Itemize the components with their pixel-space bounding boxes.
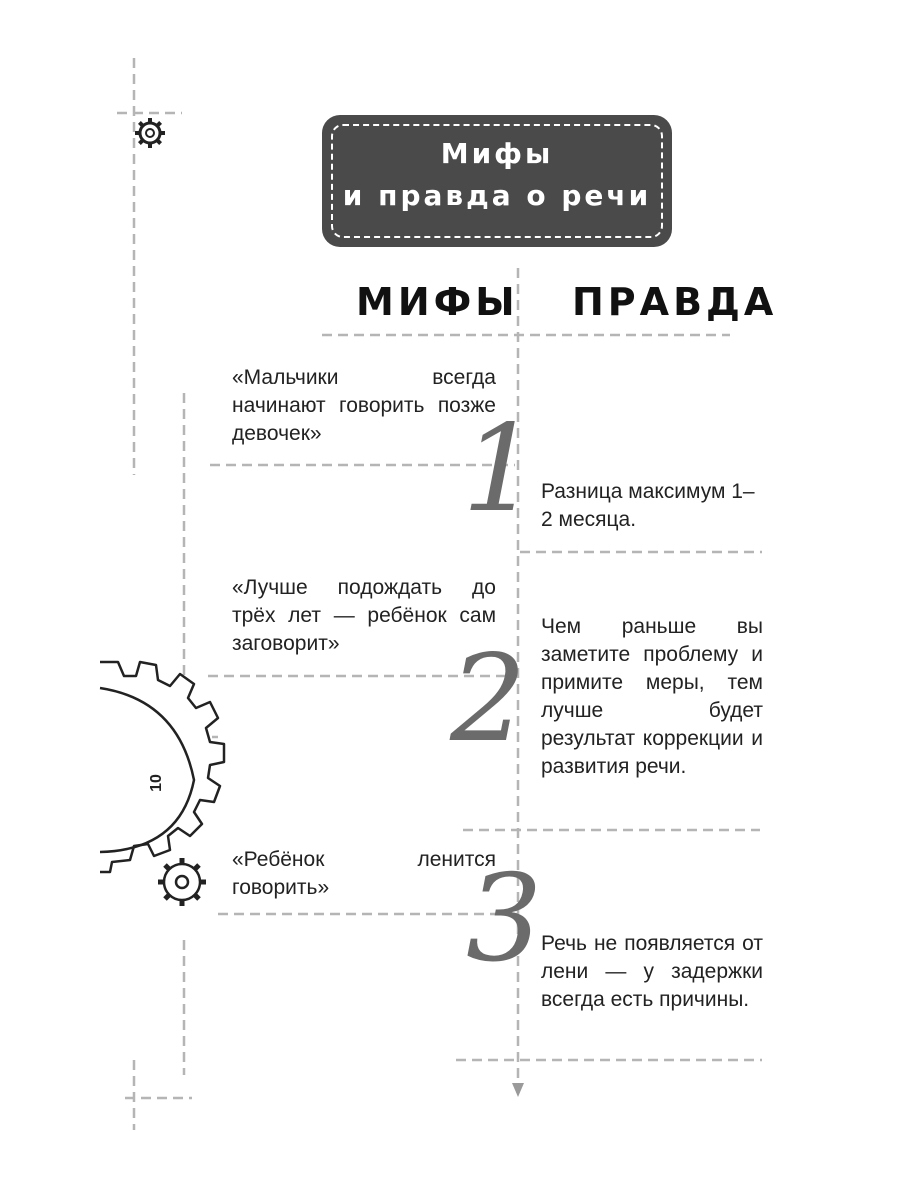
- gear-icon-large: [99, 660, 226, 874]
- number-1: 1: [462, 400, 539, 539]
- myth-1: «Мальчики всегда начинают говорить позже…: [232, 366, 496, 445]
- number-3: 3: [466, 850, 543, 989]
- title-box: Мифы и правда о речи: [322, 115, 672, 247]
- gear-icon-small-bottom: [158, 858, 206, 906]
- title-line-2: и правда о речи: [342, 179, 652, 212]
- truth-header: ПРАВДА: [572, 280, 778, 324]
- truth-3: Речь не появляется от лени — у задержки …: [541, 932, 763, 1011]
- truth-2: Чем раньше вы заметите проблему и примит…: [541, 615, 763, 778]
- title-line-1: Мифы: [440, 137, 554, 170]
- title-dashed-border: [331, 124, 663, 238]
- gear-icon-small-top: [135, 118, 165, 148]
- page-number: 10: [147, 774, 165, 792]
- myth-2: «Лучше подождать до трёх лет — ребёнок с…: [232, 576, 496, 655]
- myths-header: МИФЫ: [356, 280, 519, 324]
- myth-3: «Ребёнок ленится говорить»: [232, 848, 496, 899]
- number-2: 2: [450, 630, 527, 769]
- truth-1: Разница максимум 1–2 месяца.: [541, 480, 755, 531]
- down-arrow-icon: [512, 1083, 524, 1097]
